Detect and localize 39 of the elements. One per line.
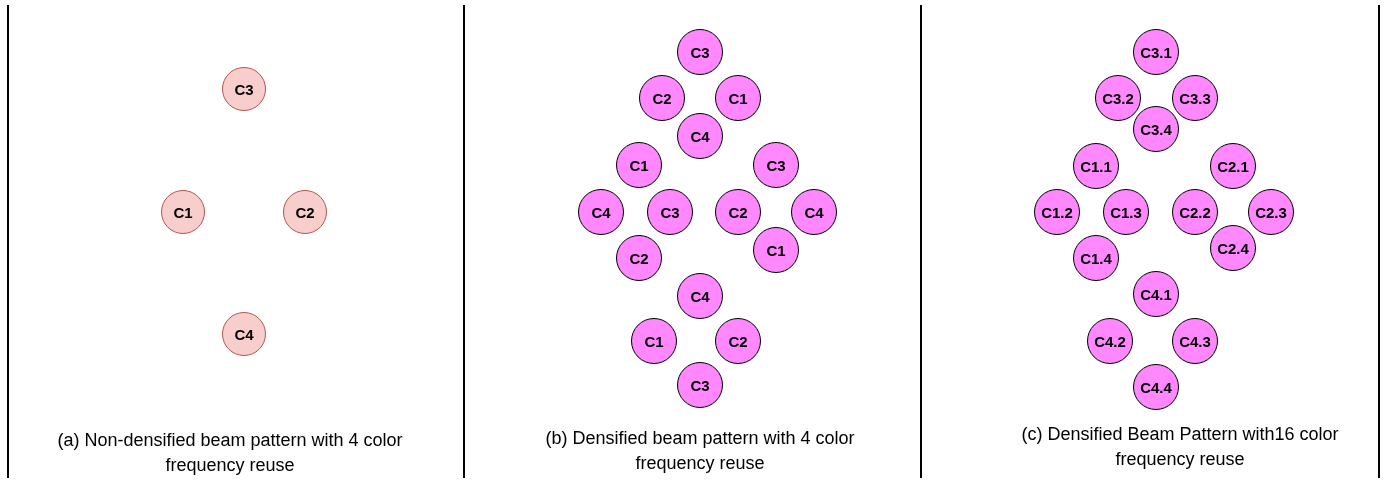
beam-circle: C2.2 — [1172, 189, 1218, 235]
beam-circle: C1 — [715, 75, 761, 121]
beam-circle: C1.2 — [1034, 189, 1080, 235]
beam-circle: C4 — [791, 189, 837, 235]
beam-circle: C3 — [222, 67, 266, 111]
beam-circle: C2.1 — [1210, 143, 1256, 189]
beam-circle: C3.2 — [1095, 75, 1141, 121]
beam-circle: C1.1 — [1073, 143, 1119, 189]
panel-caption: (c) Densified Beam Pattern with16 color frequency reuse — [1020, 423, 1340, 471]
beam-circle: C4 — [222, 312, 266, 356]
beam-circle: C1 — [161, 190, 205, 234]
beam-circle: C4 — [578, 189, 624, 235]
beam-circle: C4.4 — [1133, 364, 1179, 410]
beam-circle: C2 — [616, 235, 662, 281]
beam-circle: C4.1 — [1133, 271, 1179, 317]
beam-circle: C1.3 — [1103, 189, 1149, 235]
beam-circle: C2.4 — [1210, 225, 1256, 271]
beam-circle: C2.3 — [1248, 189, 1294, 235]
beam-circle: C3 — [647, 189, 693, 235]
beam-circle: C2 — [715, 318, 761, 364]
beam-circle: C3.1 — [1133, 29, 1179, 75]
beam-circle: C3.3 — [1172, 75, 1218, 121]
beam-circle: C1.4 — [1073, 235, 1119, 281]
beam-circle: C3 — [677, 29, 723, 75]
beam-circle: C4 — [677, 273, 723, 319]
beam-circle: C1 — [753, 227, 799, 273]
beam-circle: C2 — [715, 189, 761, 235]
beam-circle: C3 — [677, 362, 723, 408]
panel-caption: (b) Densified beam pattern with 4 color frequency reuse — [544, 427, 856, 475]
beam-circle: C4.3 — [1172, 318, 1218, 364]
beam-circle: C4 — [677, 113, 723, 159]
beam-circle: C2 — [283, 190, 327, 234]
panel-caption: (a) Non-densified beam pattern with 4 color frequency reuse — [56, 429, 404, 477]
beam-circle: C4.2 — [1087, 318, 1133, 364]
beam-circle: C1 — [631, 318, 677, 364]
beam-circle: C1 — [616, 142, 662, 188]
beam-circle: C3 — [753, 142, 799, 188]
beam-circle: C3.4 — [1133, 106, 1179, 152]
beam-circle: C2 — [639, 75, 685, 121]
